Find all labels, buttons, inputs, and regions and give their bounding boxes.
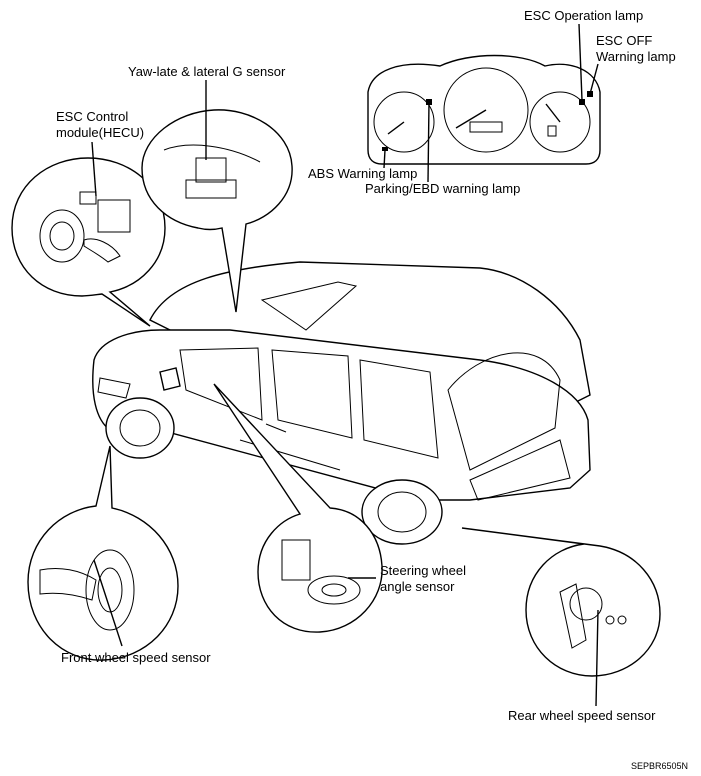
abs-warning-lamp-label: ABS Warning lamp [308, 166, 418, 181]
steering-sensor-label-line1: Steering wheel [380, 563, 466, 578]
parking-ebd-lamp-label: Parking/EBD warning lamp [365, 181, 521, 196]
parking-leader [427, 101, 430, 183]
esc-operation-lamp-label: ESC Operation lamp [524, 8, 644, 23]
steering-callout [213, 383, 383, 633]
yaw-sensor-label: Yaw-late & lateral G sensor [128, 64, 286, 79]
esc-operation-leader [578, 23, 583, 101]
hecu-callout [11, 141, 166, 327]
vehicle-minivan [92, 261, 591, 545]
abs-leader [383, 149, 386, 169]
rear-wheel-callout [461, 527, 661, 707]
yaw-sensor-callout [141, 80, 293, 313]
front-wheel-callout [27, 445, 179, 661]
hecu-label-line2: module(HECU) [56, 125, 145, 140]
instrument-cluster [367, 54, 601, 165]
steering-sensor-label-line2: angle sensor [380, 579, 455, 594]
esc-off-label-line1: ESC OFF [596, 33, 653, 48]
rear-wheel-sensor-label: Rear wheel speed sensor [508, 708, 656, 723]
esc-off-leader [589, 63, 599, 95]
hecu-label-line1: ESC Control [56, 109, 129, 124]
esc-off-label-line2: Warning lamp [596, 49, 676, 64]
figure-code: SEPBR6505N [631, 761, 689, 771]
front-wheel-sensor-label: Front wheel speed sensor [61, 650, 211, 665]
